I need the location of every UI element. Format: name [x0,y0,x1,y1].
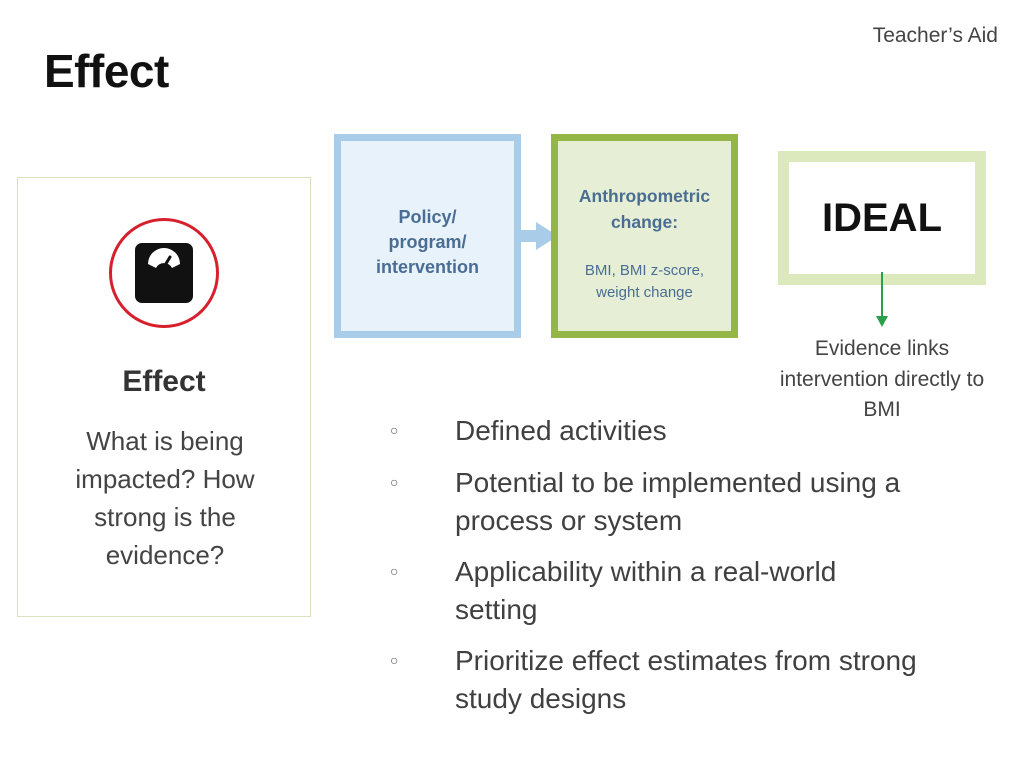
scale-icon [135,243,193,303]
anthropometric-label: Anthropometric change: [558,183,731,235]
policy-label-line: program/ [388,232,467,252]
anthropometric-sublabel: BMI, BMI z-score, weight change [558,260,731,304]
list-item-text: Potential to be implemented using a proc… [455,467,901,536]
down-arrow-icon [876,272,888,327]
policy-label-line: Policy/ [398,207,457,227]
anthropometric-box: Anthropometric change: BMI, BMI z-score,… [551,134,738,338]
anthropometric-sub-line: BMI, BMI z-score, [584,262,705,279]
list-item-text: Applicability within a real-world settin… [455,556,837,625]
corner-label: Teacher’s Aid [872,24,998,47]
policy-label: Policy/ program/ intervention [341,205,514,280]
bullet-circle-icon: ○ [390,652,399,668]
bullet-circle-icon: ○ [390,474,399,490]
anthropometric-sub-line: weight change [596,284,693,301]
effect-card: Effect What is being impacted? How stron… [17,177,311,617]
flow-arrow-icon [516,222,558,250]
list-item-text: Prioritize effect estimates from strong … [455,645,917,714]
bullet-circle-icon: ○ [390,563,399,579]
policy-box: Policy/ program/ intervention [334,134,521,338]
bullet-circle-icon: ○ [390,422,399,438]
anthropometric-label-line: Anthropometric [578,186,711,206]
scale-icon-ring [109,218,219,328]
card-description: What is being impacted? How strong is th… [75,426,255,570]
policy-label-line: intervention [375,257,479,277]
anthropometric-label-line: change: [610,212,679,232]
ideal-box: IDEAL [778,151,986,285]
evidence-note: Evidence links intervention directly to … [779,337,985,421]
ideal-label: IDEAL [822,196,942,240]
page-title: Effect [44,45,169,97]
card-title: Effect [122,365,206,398]
list-item-text: Defined activities [455,415,667,446]
